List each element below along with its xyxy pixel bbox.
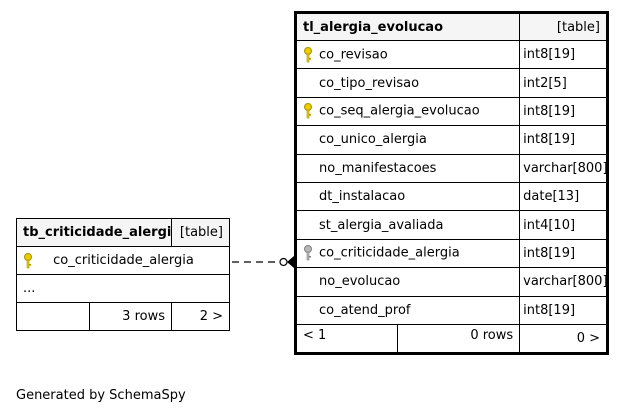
column-row: st_alergia_avaliada int4[10] — [294, 210, 608, 240]
column-type: varchar[800] — [519, 153, 608, 183]
column-row: co_tipo_revisao int2[5] — [294, 68, 608, 98]
column-row: dt_instalacao date[13] — [294, 181, 608, 212]
table-header: tb_criticidade_alergia [table] — [16, 218, 230, 247]
row-count: 0 rows — [470, 327, 514, 343]
column-type: date[13] — [519, 181, 608, 212]
column-type: int4[10] — [519, 210, 608, 240]
column-type: int2[5] — [519, 68, 608, 98]
column-type: varchar[800] — [519, 267, 608, 297]
column-name[interactable]: co_revisao — [319, 47, 388, 63]
children-count[interactable]: 2 > — [171, 302, 230, 331]
column-type: int8[19] — [519, 39, 608, 70]
column-row: co_unico_alergia int8[19] — [294, 125, 608, 155]
column-row: co_revisao int8[19] — [294, 39, 608, 70]
children-count[interactable]: 0 > — [519, 323, 608, 355]
generated-by-text[interactable]: Generated by SchemaSpy — [16, 388, 186, 403]
key-icon — [303, 245, 319, 261]
parents-count[interactable]: < 1 — [297, 325, 398, 353]
row-count: 3 rows — [89, 302, 172, 331]
column-row: no_evolucao varchar[800] — [294, 267, 608, 297]
column-type: int8[19] — [519, 125, 608, 155]
column-name[interactable]: co_tipo_revisao — [319, 75, 420, 91]
column-name[interactable]: co_criticidade_alergia — [53, 253, 194, 268]
key-icon — [303, 46, 319, 63]
column-name[interactable]: no_manifestacoes — [319, 160, 437, 176]
table-header: tl_alergia_evolucao [table] — [294, 12, 608, 41]
column-type: int8[19] — [519, 238, 608, 269]
column-name[interactable]: co_atend_prof — [319, 302, 411, 318]
column-row: no_manifestacoes varchar[800] — [294, 153, 608, 183]
column-name[interactable]: no_evolucao — [319, 274, 401, 290]
column-name[interactable]: dt_instalacao — [319, 189, 406, 205]
table-name[interactable]: tl_alergia_evolucao — [294, 12, 521, 41]
crowfoot-icon — [287, 256, 294, 268]
key-icon — [303, 103, 319, 119]
column-name[interactable]: co_seq_alergia_evolucao — [319, 103, 480, 119]
table-kind: [table] — [519, 12, 608, 41]
table-footer-row: < 1 0 rows 0 > — [294, 323, 608, 355]
column-row: co_criticidade_alergia int8[19] — [294, 238, 608, 269]
column-name[interactable]: co_unico_alergia — [319, 132, 427, 148]
column-name[interactable]: st_alergia_avaliada — [319, 217, 444, 233]
column-name[interactable]: co_criticidade_alergia — [319, 245, 460, 261]
optional-marker-icon — [279, 257, 288, 267]
ellipsis-row: ... — [16, 274, 230, 303]
table-kind: [table] — [171, 218, 230, 247]
table-tb-criticidade-alergia: tb_criticidade_alergia [table] co_critic… — [16, 218, 230, 331]
column-row: co_criticidade_alergia — [16, 246, 230, 275]
key-icon — [23, 252, 39, 269]
parents-count — [16, 302, 90, 331]
ellipsis: ... — [16, 274, 230, 303]
column-row: co_atend_prof int8[19] — [294, 295, 608, 325]
column-type: int8[19] — [519, 295, 608, 325]
table-footer-row: 3 rows 2 > — [16, 302, 230, 331]
